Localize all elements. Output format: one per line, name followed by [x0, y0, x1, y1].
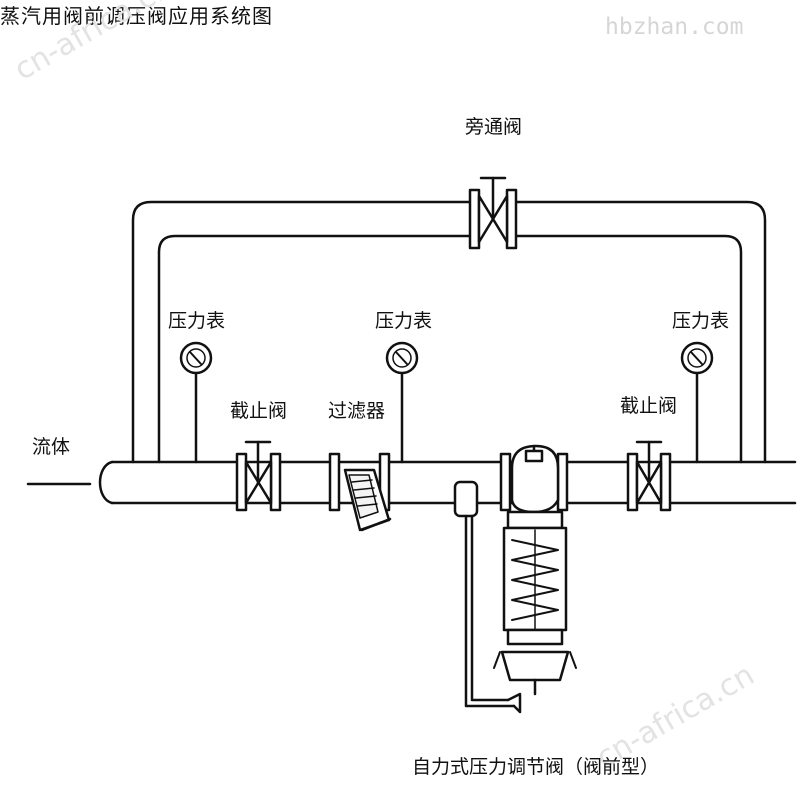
fluid-label: 流体 [32, 436, 71, 458]
impulse-line [453, 480, 522, 714]
main-pipe [98, 460, 797, 505]
stop-valve-right-label: 截止阀 [620, 395, 678, 417]
bypass-valve-label: 旁通阀 [465, 116, 523, 138]
pressure-regulating-valve [493, 444, 577, 696]
pressure-gauge-middle [385, 341, 419, 464]
bypass-pipe [131, 200, 767, 464]
stop-valve-left [235, 440, 282, 512]
pressure-gauge-left [179, 341, 213, 464]
filter [328, 452, 392, 532]
bypass-valve [468, 176, 518, 250]
pressure-gauge-left-label: 压力表 [168, 310, 226, 332]
pressure-gauge-middle-label: 压力表 [375, 310, 433, 332]
diagram-title: 蒸汽用阀前调压阀应用系统图 [0, 4, 273, 28]
filter-label: 过滤器 [328, 400, 386, 422]
stop-valve-right [626, 440, 672, 512]
pressure-gauge-right [680, 341, 714, 464]
regulator-label: 自力式压力调节阀（阀前型） [412, 756, 660, 778]
pressure-gauge-right-label: 压力表 [672, 310, 730, 332]
stop-valve-left-label: 截止阀 [230, 400, 288, 422]
site-watermark: hbzhan.com [605, 14, 744, 40]
